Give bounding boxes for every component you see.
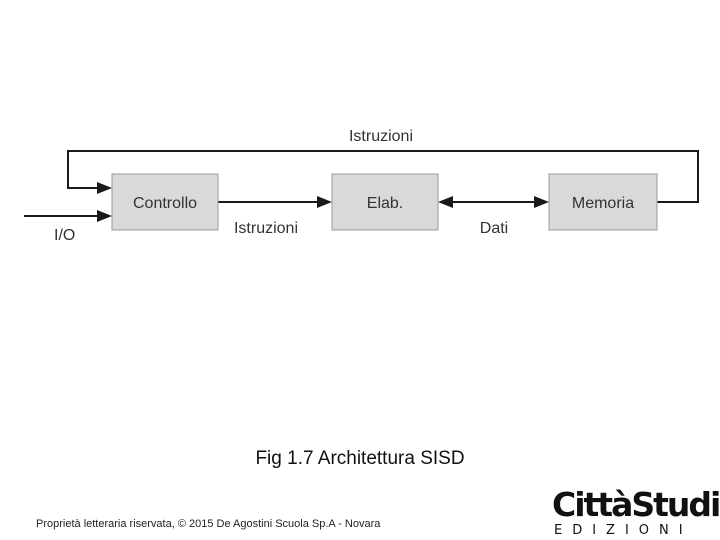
processing-box-label: Elab. [367, 195, 403, 212]
publisher-logo: CittàStudi EDIZIONI [548, 486, 720, 540]
mid-instructions-label: Istruzioni [234, 220, 298, 237]
feedback-loop-line [67, 150, 699, 203]
figure-caption: Fig 1.7 Architettura SISD [255, 448, 465, 469]
feedback-arrowhead [97, 182, 112, 194]
data-arrowhead-left [438, 196, 453, 208]
data-arrowhead-right [534, 196, 549, 208]
logo-subtitle: EDIZIONI [554, 523, 693, 538]
memory-box [548, 173, 658, 231]
control-box-label: Controllo [133, 195, 197, 212]
memory-box-label: Memoria [572, 195, 634, 212]
top-instructions-label: Istruzioni [349, 128, 413, 145]
processing-box [331, 173, 439, 231]
control-box [111, 173, 219, 231]
io-label: I/O [54, 227, 75, 244]
logo-wordmark: CittàStudi [552, 485, 720, 524]
instructions-arrowhead [317, 196, 332, 208]
data-label: Dati [480, 220, 508, 237]
io-arrowhead [97, 210, 112, 222]
copyright-footer: Proprietà letteraria riservata, © 2015 D… [36, 518, 381, 530]
